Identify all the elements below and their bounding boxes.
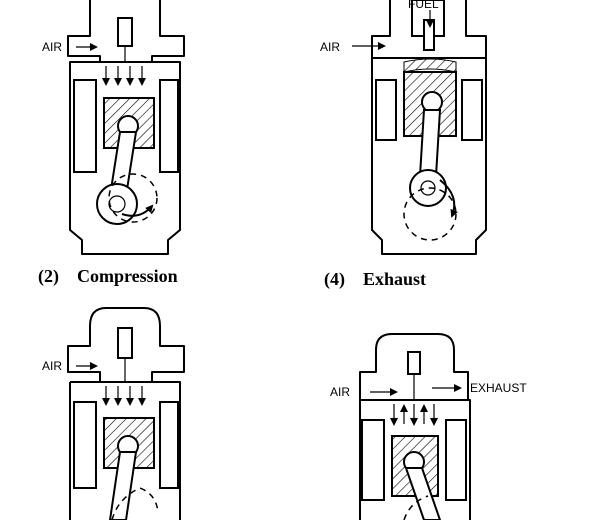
connecting-rod [404,467,442,520]
cylinder-block [359,399,471,520]
fuel-spray [403,58,457,73]
air-label: AIR [42,359,62,373]
crank-circle [403,495,429,520]
panel-caption: (4) Exhaust [324,269,426,290]
panel-bottom-left: AIR [42,307,185,520]
connecting-rod [108,451,138,520]
panel-compression: AIR (2) Compression [38,0,185,287]
cylinder-block [69,381,181,520]
rotation-arrow [439,179,458,218]
rotation-arrow [121,204,154,217]
air-flow-arrows [102,66,146,86]
crank-circle [108,173,158,223]
air-flow-arrows [390,404,438,426]
air-label: AIR [42,40,62,54]
connecting-rod [418,109,442,177]
panel-exhaust: FUEL AIR (4) Exhaust [320,0,487,290]
intake-manifold [359,333,469,400]
panel-caption: (2) Compression [38,266,178,287]
intake-manifold [67,307,185,382]
exhaust-label: EXHAUST [470,381,527,395]
crank-pin [409,169,447,207]
air-flow-arrows [102,386,146,406]
air-label: AIR [320,40,340,54]
air-label: AIR [330,385,350,399]
fuel-label: FUEL [408,0,439,11]
fuel-injector [423,19,435,51]
panel-bottom-right: AIR EXHAUST [330,333,527,520]
intake-manifold [67,0,185,62]
crank-pin [96,183,138,225]
cylinder-block [69,61,181,255]
crank-circle [111,487,159,520]
cylinder-block [371,57,487,255]
intake-manifold [371,0,487,58]
